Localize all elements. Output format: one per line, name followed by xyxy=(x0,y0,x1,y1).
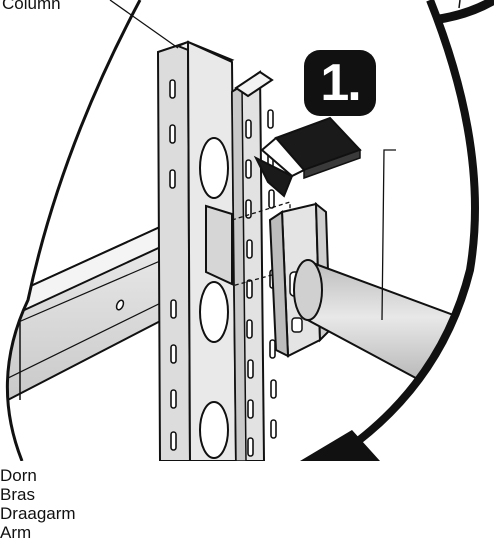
locking-clip xyxy=(253,116,362,198)
zoom-detail xyxy=(7,40,475,461)
illustration-svg xyxy=(5,0,494,465)
arm-label-group: Dorn Bras Draagarm Arm xyxy=(0,466,494,542)
zoom-circle-tail xyxy=(300,430,380,461)
arm-label-de: Draagarm xyxy=(0,504,76,523)
step-badge xyxy=(304,50,376,116)
arm-label-nl: Dorn xyxy=(0,466,37,485)
step-number: 1. xyxy=(320,54,361,112)
zoom-circle-outline-right xyxy=(327,0,479,465)
arm-label-en: Arm xyxy=(0,523,32,542)
column-leader-line xyxy=(109,0,179,49)
arm-leader-line xyxy=(381,149,396,321)
column-label: Column xyxy=(2,0,61,13)
zoom-circle-outline xyxy=(5,0,142,462)
arm-label-fr: Bras xyxy=(0,485,35,504)
